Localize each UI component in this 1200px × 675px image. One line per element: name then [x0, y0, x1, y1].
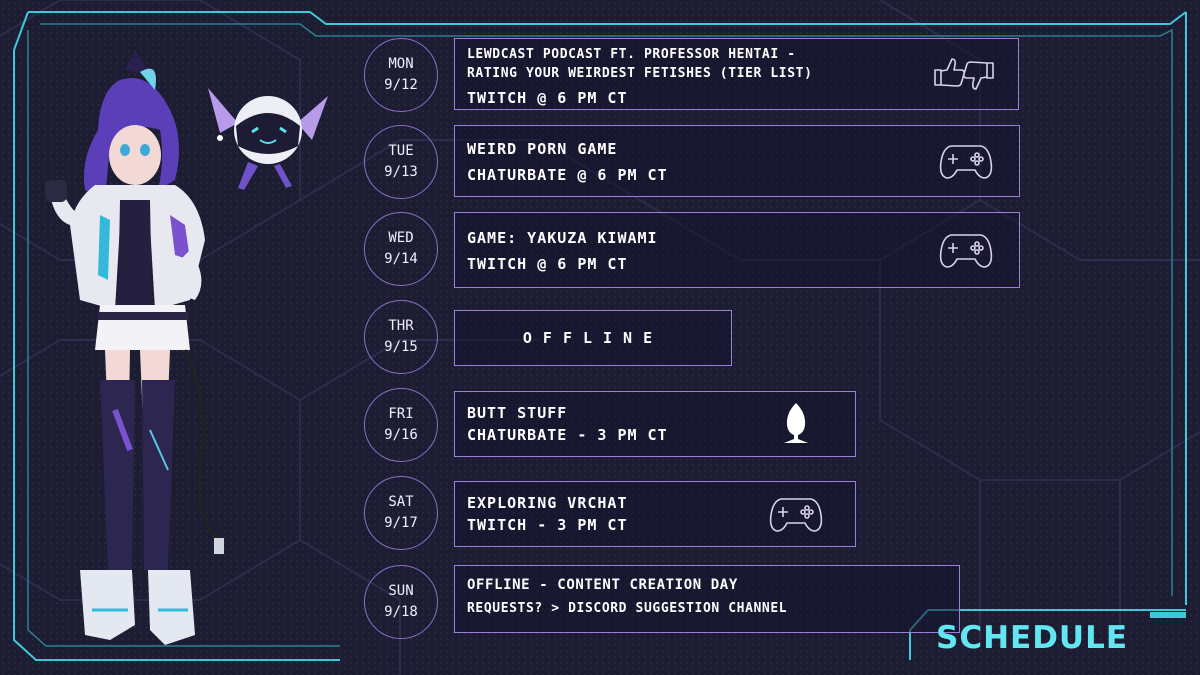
event-box-sat: EXPLORING VRCHAT TWITCH - 3 PM CT — [454, 481, 856, 547]
robot-companion-illustration — [208, 88, 328, 190]
event-title: BUTT STUFF — [467, 404, 568, 422]
day-date: 9/13 — [384, 164, 418, 180]
event-title: GAME: YAKUZA KIWAMI — [467, 229, 658, 247]
plug-icon — [784, 403, 808, 443]
day-date: 9/14 — [384, 251, 418, 267]
event-box-tue: WEIRD PORN GAME CHATURBATE @ 6 PM CT — [454, 125, 1020, 197]
offline-label: OFFLINE — [522, 329, 664, 347]
day-name: SUN — [388, 583, 414, 599]
day-name: THR — [388, 318, 414, 334]
event-title-continued: RATING YOUR WEIRDEST FETISHES (TIER LIST… — [467, 66, 813, 81]
gamepad-icon — [769, 498, 823, 532]
event-platform-time: TWITCH @ 6 PM CT — [467, 89, 628, 107]
event-platform-time: TWITCH @ 6 PM CT — [467, 255, 628, 273]
day-name: SAT — [388, 494, 414, 510]
event-requests-note: REQUESTS? > DISCORD SUGGESTION CHANNEL — [467, 601, 788, 616]
day-name: MON — [388, 56, 414, 72]
event-box-sun: OFFLINE - CONTENT CREATION DAY REQUESTS?… — [454, 565, 960, 633]
day-name: TUE — [388, 143, 414, 159]
event-box-mon: LEWDCAST PODCAST FT. PROFESSOR HENTAI - … — [454, 38, 1019, 110]
event-platform-time: CHATURBATE - 3 PM CT — [467, 426, 668, 444]
day-date: 9/15 — [384, 339, 418, 355]
day-circle-fri: FRI 9/16 — [364, 388, 438, 462]
day-circle-wed: WED 9/14 — [364, 212, 438, 286]
schedule-title: SCHEDULE — [936, 620, 1129, 656]
event-title: WEIRD PORN GAME — [467, 140, 618, 158]
event-box-fri: BUTT STUFF CHATURBATE - 3 PM CT — [454, 391, 856, 457]
vtuber-character-illustration — [45, 50, 224, 645]
event-title: LEWDCAST PODCAST FT. PROFESSOR HENTAI - — [467, 47, 796, 62]
day-date: 9/16 — [384, 427, 418, 443]
day-date: 9/18 — [384, 604, 418, 620]
event-title: EXPLORING VRCHAT — [467, 494, 628, 512]
event-box-wed: GAME: YAKUZA KIWAMI TWITCH @ 6 PM CT — [454, 212, 1020, 288]
day-name: WED — [388, 230, 414, 246]
thumbs-up-down-icon — [934, 58, 994, 90]
day-circle-tue: TUE 9/13 — [364, 125, 438, 199]
event-box-thr: OFFLINE — [454, 310, 732, 366]
event-platform-time: TWITCH - 3 PM CT — [467, 516, 628, 534]
day-circle-thr: THR 9/15 — [364, 300, 438, 374]
day-circle-mon: MON 9/12 — [364, 38, 438, 112]
day-date: 9/17 — [384, 515, 418, 531]
day-name: FRI — [388, 406, 414, 422]
gamepad-icon — [939, 145, 993, 179]
gamepad-icon — [939, 234, 993, 268]
day-circle-sun: SUN 9/18 — [364, 565, 438, 639]
day-date: 9/12 — [384, 77, 418, 93]
day-circle-sat: SAT 9/17 — [364, 476, 438, 550]
event-title: OFFLINE - CONTENT CREATION DAY — [467, 577, 738, 593]
event-platform-time: CHATURBATE @ 6 PM CT — [467, 166, 668, 184]
